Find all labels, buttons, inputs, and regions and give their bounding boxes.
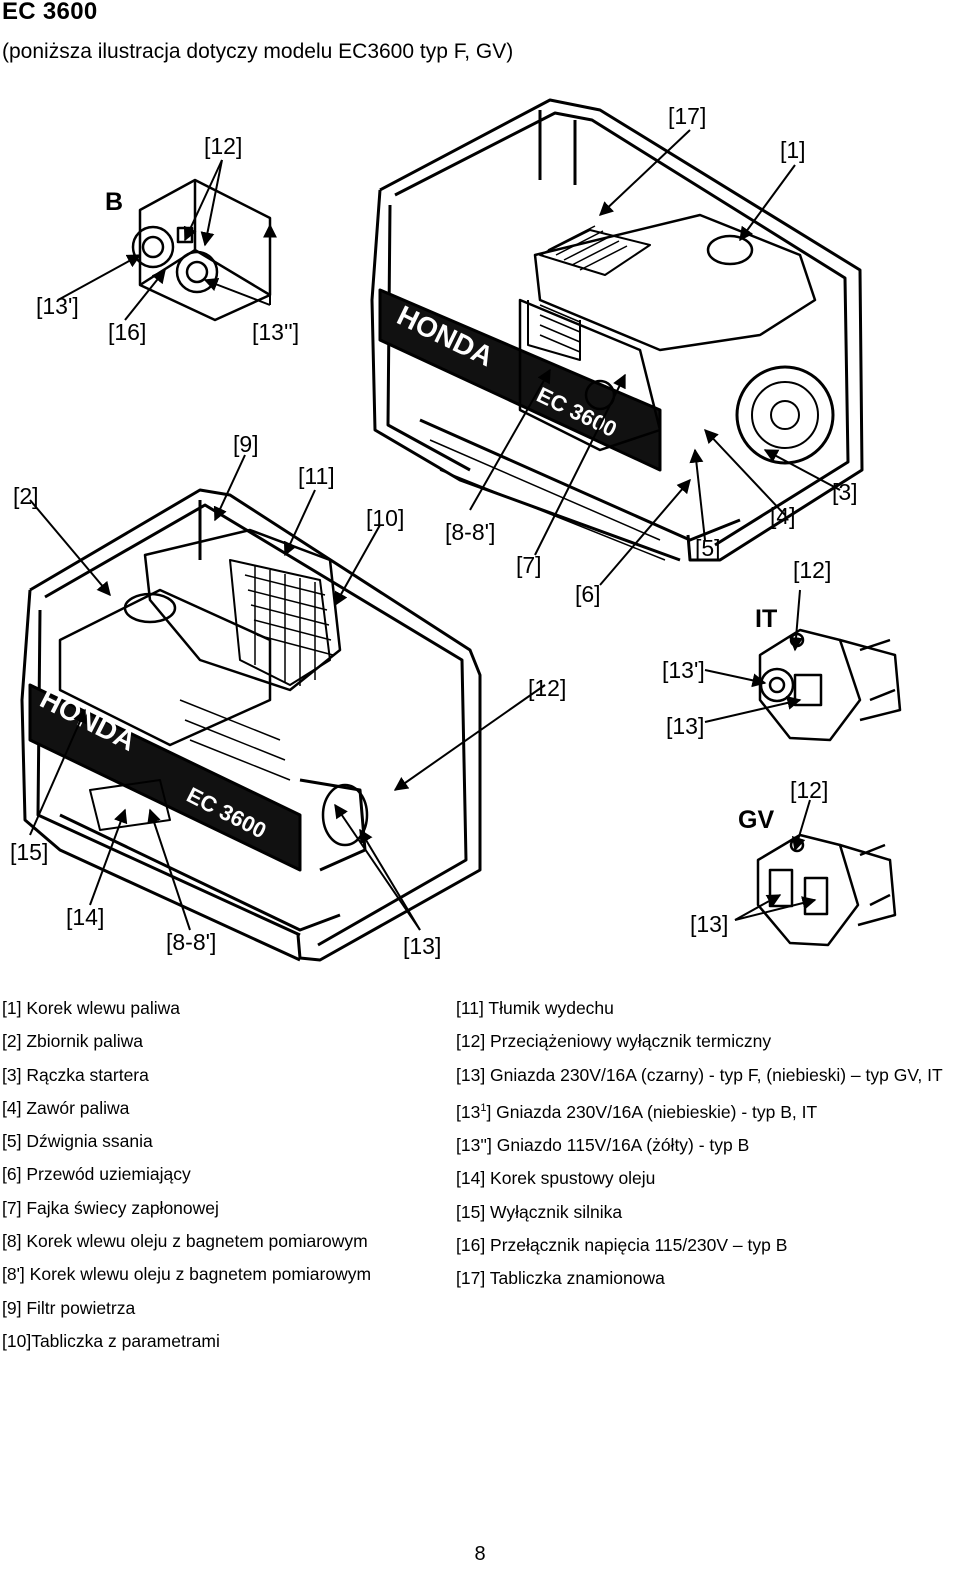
label-12-b: [12] xyxy=(204,133,242,159)
legend-item-13-prime-sup: 1 xyxy=(480,1101,487,1114)
label-13pp: [13''] xyxy=(252,319,299,345)
label-4: [4] xyxy=(770,503,796,529)
label-13-gv: [13] xyxy=(690,911,728,937)
legend-item: [4] Zawór paliwa xyxy=(2,1097,130,1118)
label-12-it: [12] xyxy=(793,557,831,583)
legend-item: [15] Wyłącznik silnika xyxy=(456,1201,623,1222)
label-variant-gv: GV xyxy=(738,806,774,834)
label-7: [7] xyxy=(516,552,542,578)
legend-item: [12] Przeciążeniowy wyłącznik termiczny xyxy=(456,1031,772,1052)
legend-item: [13] Gniazda 230V/16A (czarny) - typ F, … xyxy=(456,1064,943,1085)
generator-illustration: HONDA EC 3600 HONDA EC 3600 xyxy=(10,98,902,962)
generator-rear-texture xyxy=(429,225,666,561)
legend-item: [6] Przewód uziemiający xyxy=(2,1164,191,1185)
legend-item: [11] Tłumik wydechu xyxy=(456,998,614,1018)
legend-item: [10]Tabliczka z parametrami xyxy=(2,1330,220,1351)
legend-item: [3] Rączka startera xyxy=(2,1064,149,1085)
label-9: [9] xyxy=(233,431,259,457)
panel-variant-gv xyxy=(756,833,897,947)
label-variant-it: IT xyxy=(755,605,777,633)
legend-item-13-prime: [131] Gniazda 230V/16A (niebieskie) - ty… xyxy=(456,1092,960,1129)
page-subtitle: (poniższa ilustracja dotyczy modelu EC36… xyxy=(2,40,514,63)
panel-variant-b xyxy=(131,178,272,322)
label-12-gv: [12] xyxy=(790,777,828,803)
legend-item: [8'] Korek wlewu oleju z bagnetem pomiar… xyxy=(2,1264,372,1285)
label-11: [11] xyxy=(298,463,335,489)
label-13p-b: [13'] xyxy=(36,293,79,319)
label-5: [5] xyxy=(695,535,721,561)
label-13-it: [13] xyxy=(666,713,704,739)
legend-item: [2] Zbiornik paliwa xyxy=(2,1031,144,1052)
label-8-rear: [8-8'] xyxy=(445,519,495,545)
page-number: 8 xyxy=(474,1543,486,1565)
legend-item: [14] Korek spustowy oleju xyxy=(456,1168,656,1189)
label-15: [15] xyxy=(10,839,48,865)
label-6: [6] xyxy=(575,581,601,607)
legend-item-13-prime-post: ] Gniazda 230V/16A (niebieskie) - typ B,… xyxy=(486,1101,818,1122)
legend-item: [8] Korek wlewu oleju z bagnetem pomiaro… xyxy=(2,1231,368,1252)
legend-left-column: [1] Korek wlewu paliwa [2] Zbiornik pali… xyxy=(2,992,442,1358)
label-1: [1] xyxy=(780,137,806,163)
legend-item: [16] Przełącznik napięcia 115/230V – typ… xyxy=(456,1234,788,1255)
legend-item: [7] Fajka świecy zapłonowej xyxy=(2,1197,219,1218)
page-title: EC 3600 xyxy=(2,0,98,25)
legend-item: [17] Tabliczka znamionowa xyxy=(456,1268,665,1289)
label-2: [2] xyxy=(13,483,39,509)
generator-front-view xyxy=(20,488,482,962)
legend-item-13-prime-pre: [13 xyxy=(456,1101,481,1122)
callout-labels: B [12] [13'] [16] [13''] [17] [1] [3] [4… xyxy=(10,103,858,959)
panel-variant-it xyxy=(758,628,902,742)
label-8-front: [8-8'] xyxy=(166,929,216,955)
legend-right-column: [11] Tłumik wydechu [12] Przeciążeniowy … xyxy=(456,992,960,1296)
label-16: [16] xyxy=(108,319,146,345)
label-17: [17] xyxy=(668,103,706,129)
label-13-front: [13] xyxy=(403,933,441,959)
label-12-front: [12] xyxy=(528,675,566,701)
legend-item: [13''] Gniazdo 115V/16A (żółty) - typ B xyxy=(456,1135,750,1156)
label-10: [10] xyxy=(366,505,404,531)
callout-lines xyxy=(29,129,841,931)
legend-item: [5] Dźwignia ssania xyxy=(2,1131,153,1152)
label-variant-b: B xyxy=(105,188,123,216)
generator-front-texture xyxy=(179,565,334,781)
label-3: [3] xyxy=(832,479,858,505)
generator-rear-view xyxy=(370,98,864,562)
label-13p-it: [13'] xyxy=(662,657,705,683)
legend-item: [1] Korek wlewu paliwa xyxy=(2,998,180,1018)
label-14: [14] xyxy=(66,904,104,930)
legend-item: [9] Filtr powietrza xyxy=(2,1297,136,1318)
